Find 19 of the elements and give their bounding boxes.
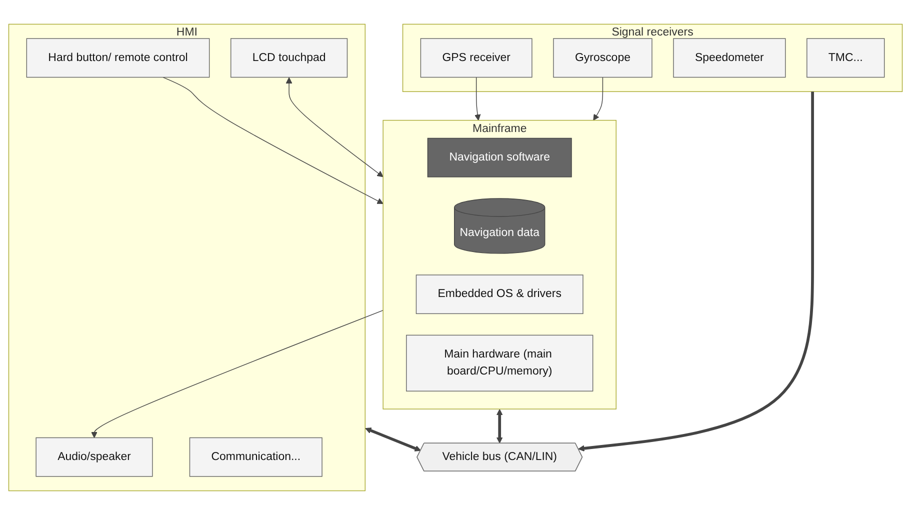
- arrow: [474, 76, 481, 121]
- node-box: LCD touchpad: [230, 38, 348, 78]
- node-box: Hard button/ remote control: [26, 38, 210, 78]
- node-box: TMC...: [806, 38, 885, 78]
- arrow: [91, 310, 384, 438]
- arrow: [286, 77, 384, 178]
- node-box: Communication...: [189, 437, 322, 477]
- node-box: Speedometer: [673, 38, 786, 78]
- arrow: [496, 409, 503, 444]
- node-box: Audio/speaker: [36, 437, 153, 477]
- arrow: [578, 92, 814, 452]
- arrow: [593, 76, 604, 121]
- arrow: [365, 428, 422, 452]
- node-box: Embedded OS & drivers: [416, 274, 584, 314]
- arrow: [162, 76, 384, 204]
- node-box: GPS receiver: [420, 38, 532, 78]
- node-box: Navigation software: [427, 138, 572, 178]
- node-box: Main hardware (main board/CPU/memory): [406, 334, 594, 392]
- node-box: Gyroscope: [553, 38, 652, 78]
